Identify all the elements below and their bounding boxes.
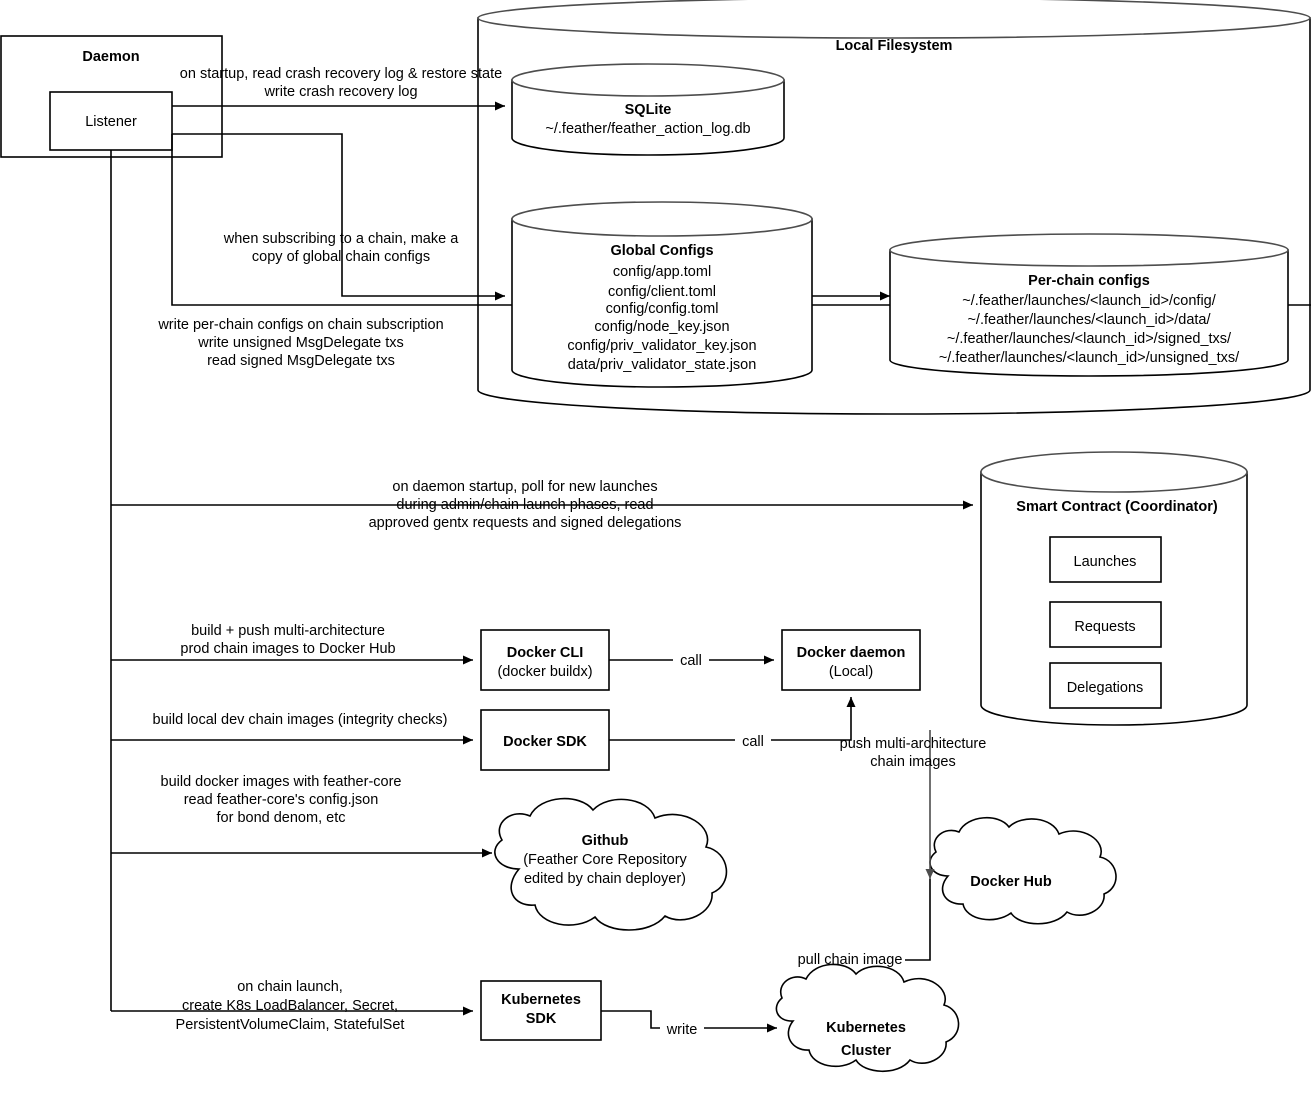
sqlite-line-0: ~/.feather/feather_action_log.db bbox=[545, 121, 750, 137]
docker-cli-subtitle: (docker buildx) bbox=[497, 664, 592, 680]
smart-contract-item-launches[interactable] bbox=[1049, 536, 1162, 583]
global-configs-line-3: config/node_key.json bbox=[594, 319, 729, 335]
label-subscribe-copy-1: copy of global chain configs bbox=[252, 249, 430, 265]
docker-cli-title: Docker CLI bbox=[507, 645, 584, 661]
label-write-per-chain-1: write unsigned MsgDelegate txs bbox=[197, 335, 404, 351]
label-write-per-chain-2: read signed MsgDelegate txs bbox=[207, 353, 395, 369]
label-call-cli: call bbox=[680, 653, 702, 669]
per-chain-configs-cylinder[interactable] bbox=[889, 233, 1289, 377]
kubernetes-cluster-cloud[interactable] bbox=[775, 963, 960, 1072]
smart-contract-item-launches-label: Launches bbox=[1074, 554, 1137, 570]
label-crash-recovery-1: write crash recovery log bbox=[263, 84, 417, 100]
daemon-label: Daemon bbox=[82, 49, 139, 65]
label-write-per-chain-0: write per-chain configs on chain subscri… bbox=[157, 317, 443, 333]
kubernetes-cluster-line-1: Cluster bbox=[841, 1043, 891, 1059]
edge-listener-to-global-configs bbox=[172, 133, 505, 301]
docker-hub-cloud[interactable] bbox=[929, 816, 1117, 925]
local-filesystem-label: Local Filesystem bbox=[836, 38, 953, 54]
kubernetes-sdk-line-1: SDK bbox=[526, 1011, 557, 1027]
label-build-local-dev-0: build local dev chain images (integrity … bbox=[153, 712, 448, 728]
label-call-cli-bg bbox=[673, 650, 709, 669]
label-pull-chain-image-bg bbox=[795, 949, 905, 969]
docker-sdk-box[interactable] bbox=[480, 709, 610, 771]
global-configs-line-5: data/priv_validator_state.json bbox=[568, 357, 757, 373]
kubernetes-cluster-line-0: Kubernetes bbox=[826, 1020, 906, 1036]
smart-contract-title: Smart Contract (Coordinator) bbox=[1016, 499, 1218, 515]
edge-sdk-to-daemon bbox=[609, 697, 856, 741]
label-call-sdk-bg bbox=[735, 731, 771, 750]
listener-label: Listener bbox=[85, 114, 137, 130]
smart-contract-item-delegations-label: Delegations bbox=[1067, 680, 1144, 696]
global-configs-line-0: config/app.toml bbox=[613, 264, 711, 280]
label-crash-recovery-0: on startup, read crash recovery log & re… bbox=[180, 66, 502, 82]
docker-daemon-box[interactable] bbox=[781, 629, 921, 691]
per-chain-configs-line-3: ~/.feather/launches/<launch_id>/unsigned… bbox=[939, 350, 1240, 366]
label-poll-launches-0: on daemon startup, poll for new launches bbox=[392, 479, 657, 495]
label-pull-chain-image: pull chain image bbox=[798, 952, 903, 968]
sqlite-title: SQLite bbox=[625, 102, 672, 118]
kubernetes-sdk-line-0: Kubernetes bbox=[501, 992, 581, 1008]
label-on-chain-launch-2: PersistentVolumeClaim, StatefulSet bbox=[176, 1017, 405, 1033]
github-title: Github bbox=[582, 833, 629, 849]
global-configs-cylinder[interactable] bbox=[511, 201, 813, 388]
docker-daemon-subtitle: (Local) bbox=[829, 664, 873, 680]
per-chain-configs-title: Per-chain configs bbox=[1028, 273, 1150, 289]
sqlite-cylinder[interactable] bbox=[511, 63, 785, 156]
github-line-1: edited by chain deployer) bbox=[524, 871, 686, 887]
label-on-chain-launch-1: create K8s LoadBalancer, Secret, bbox=[182, 998, 398, 1014]
label-push-multiarch-1: chain images bbox=[870, 754, 955, 770]
per-chain-configs-line-1: ~/.feather/launches/<launch_id>/data/ bbox=[967, 312, 1211, 328]
docker-hub-title: Docker Hub bbox=[970, 874, 1052, 890]
label-build-feather-core-2: for bond denom, etc bbox=[217, 810, 346, 826]
github-line-0: (Feather Core Repository bbox=[523, 852, 687, 868]
label-poll-launches-1: during admin/chain launch phases, read bbox=[396, 497, 653, 513]
label-build-feather-core-1: read feather-core's config.json bbox=[184, 792, 379, 808]
global-configs-line-1: config/client.toml bbox=[608, 284, 716, 300]
label-on-chain-launch-0: on chain launch, bbox=[237, 979, 343, 995]
label-push-multiarch-0: push multi-architecture bbox=[840, 736, 987, 752]
label-write-k8s: write bbox=[666, 1022, 698, 1038]
docker-daemon-title: Docker daemon bbox=[797, 645, 906, 661]
global-configs-line-4: config/priv_validator_key.json bbox=[567, 338, 756, 354]
smart-contract-item-delegations[interactable] bbox=[1049, 662, 1162, 709]
github-cloud[interactable] bbox=[494, 797, 728, 931]
label-poll-launches-2: approved gentx requests and signed deleg… bbox=[369, 515, 682, 531]
kubernetes-sdk-box[interactable] bbox=[480, 980, 602, 1041]
label-build-push-1: prod chain images to Docker Hub bbox=[180, 641, 395, 657]
smart-contract-cylinder[interactable] bbox=[980, 451, 1248, 726]
global-configs-line-2: config/config.toml bbox=[606, 301, 719, 317]
per-chain-configs-line-0: ~/.feather/launches/<launch_id>/config/ bbox=[962, 293, 1217, 309]
smart-contract-item-requests-label: Requests bbox=[1074, 619, 1135, 635]
label-build-feather-core-0: build docker images with feather-core bbox=[161, 774, 402, 790]
edge-sdk-to-cluster bbox=[601, 1010, 777, 1033]
global-configs-title: Global Configs bbox=[610, 243, 713, 259]
docker-sdk-title: Docker SDK bbox=[503, 734, 587, 750]
label-write-k8s-bg bbox=[660, 1018, 704, 1038]
label-subscribe-copy-0: when subscribing to a chain, make a bbox=[223, 231, 459, 247]
smart-contract-item-requests[interactable] bbox=[1049, 601, 1162, 648]
label-call-sdk: call bbox=[742, 734, 764, 750]
label-build-push-0: build + push multi-architecture bbox=[191, 623, 385, 639]
per-chain-configs-line-2: ~/.feather/launches/<launch_id>/signed_t… bbox=[947, 331, 1232, 347]
